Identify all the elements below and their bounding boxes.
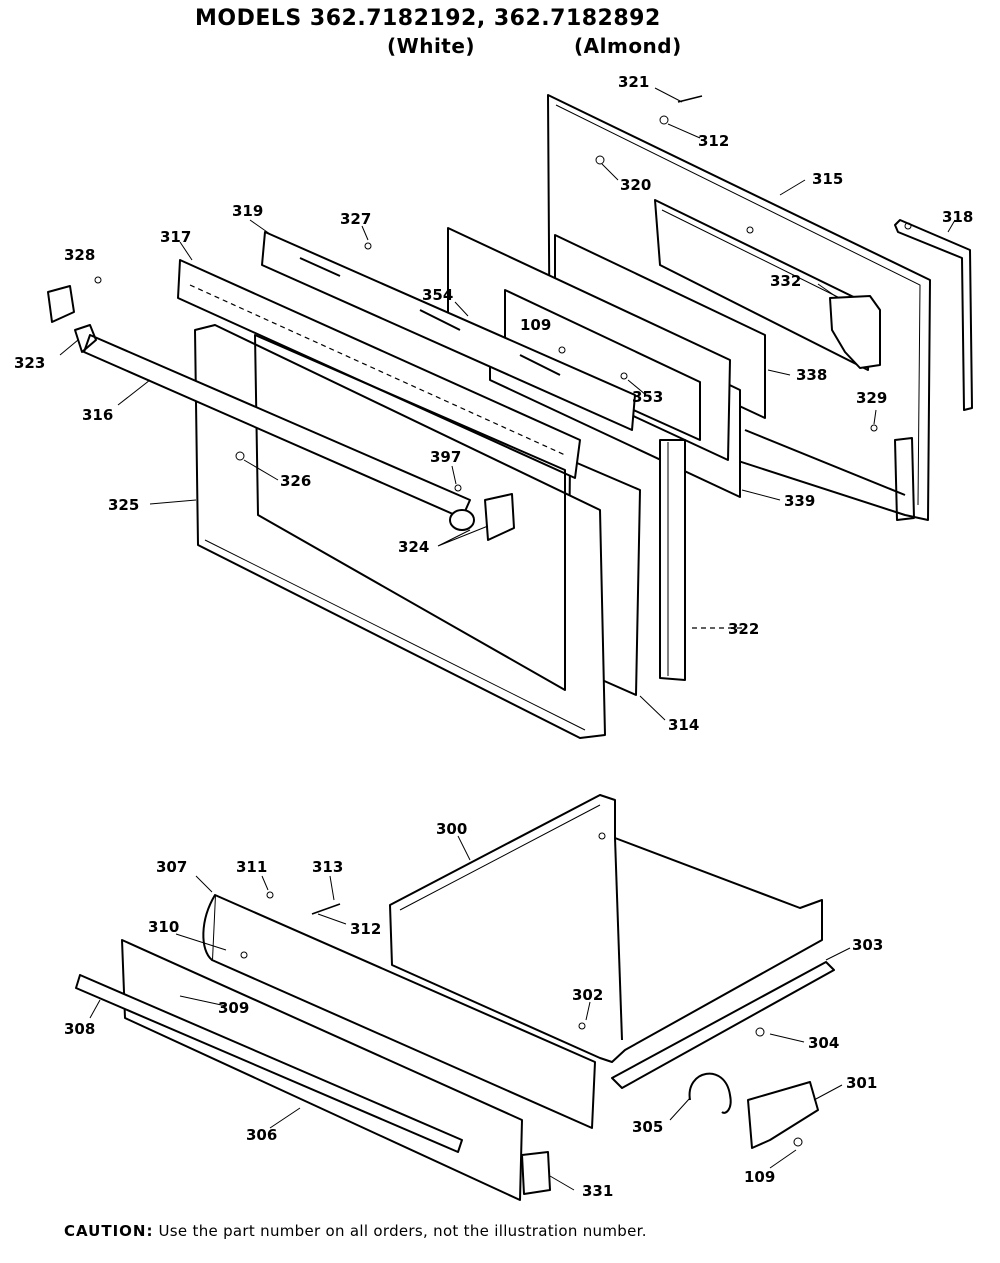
part-354-frame <box>447 227 731 461</box>
label-328: 328 <box>64 246 95 264</box>
label-321: 321 <box>618 73 649 91</box>
label-324: 324 <box>398 538 429 556</box>
almond-label: (Almond) <box>574 34 682 58</box>
label-308: 308 <box>64 1020 95 1038</box>
caution-text: Use the part number on all orders, not t… <box>158 1222 647 1240</box>
label-317: 317 <box>160 228 191 246</box>
part-303-drawer-rail <box>611 961 835 1089</box>
screws-lower <box>240 891 803 1147</box>
label-312-upper: 312 <box>698 132 729 150</box>
screws-upper <box>94 95 878 492</box>
part-318-side-trim <box>894 219 973 411</box>
label-329: 329 <box>856 389 887 407</box>
part-317-top-trim <box>177 259 581 479</box>
label-109-lower: 109 <box>744 1168 775 1186</box>
label-312-lower: 312 <box>350 920 381 938</box>
label-354: 354 <box>422 286 453 304</box>
white-label: (White) <box>387 34 476 58</box>
part-324-end-cap <box>449 493 515 541</box>
part-301-bracket <box>747 1081 819 1149</box>
label-305: 305 <box>632 1118 663 1136</box>
part-323-end-cap <box>47 285 75 323</box>
caution-note: CAUTION: Use the part number on all orde… <box>64 1222 647 1240</box>
label-397: 397 <box>430 448 461 466</box>
caution-label: CAUTION: <box>64 1222 154 1240</box>
label-313: 313 <box>312 858 343 876</box>
label-309: 309 <box>218 999 249 1017</box>
label-301: 301 <box>846 1074 877 1092</box>
part-332-bracket <box>829 295 881 369</box>
label-316: 316 <box>82 406 113 424</box>
part-305-spring <box>688 1072 732 1114</box>
label-303: 303 <box>852 936 883 954</box>
label-332: 332 <box>770 272 801 290</box>
label-318: 318 <box>942 208 973 226</box>
part-322-side-channel <box>659 439 686 681</box>
label-307: 307 <box>156 858 187 876</box>
label-325: 325 <box>108 496 139 514</box>
part-300-drawer-body <box>389 794 823 1063</box>
leader-lines-upper <box>59 87 956 721</box>
models-title: MODELS 362.7182192, 362.7182892 <box>195 6 661 31</box>
label-327: 327 <box>340 210 371 228</box>
label-319: 319 <box>232 202 263 220</box>
label-306: 306 <box>246 1126 277 1144</box>
label-320: 320 <box>620 176 651 194</box>
leader-lines-lower <box>89 835 851 1191</box>
label-339: 339 <box>784 492 815 510</box>
label-331: 331 <box>582 1182 613 1200</box>
label-315: 315 <box>812 170 843 188</box>
label-322: 322 <box>728 620 759 638</box>
part-331-clip <box>521 1151 551 1195</box>
label-304: 304 <box>808 1034 839 1052</box>
label-311: 311 <box>236 858 267 876</box>
label-109-upper: 109 <box>520 316 551 334</box>
label-310: 310 <box>148 918 179 936</box>
part-319-vent-strip <box>261 231 636 431</box>
label-353: 353 <box>632 388 663 406</box>
part-308-trim <box>75 974 463 1153</box>
label-338: 338 <box>796 366 827 384</box>
label-314: 314 <box>668 716 699 734</box>
label-326: 326 <box>280 472 311 490</box>
label-302: 302 <box>572 986 603 1004</box>
label-300: 300 <box>436 820 467 838</box>
label-323: 323 <box>14 354 45 372</box>
